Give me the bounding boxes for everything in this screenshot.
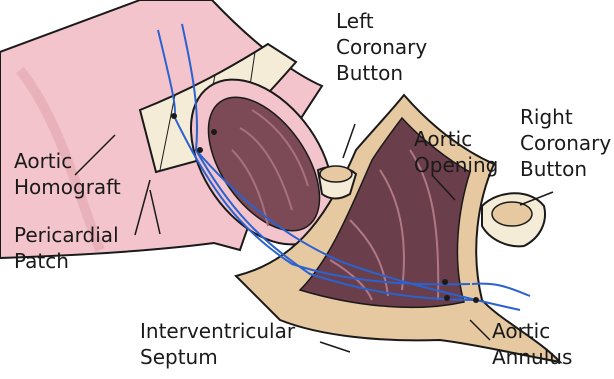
label-aortic-homograft: Aortic Homograft <box>14 148 121 200</box>
left-coronary-button <box>318 166 356 199</box>
label-line: Coronary <box>336 34 427 60</box>
label-line: Button <box>336 60 427 86</box>
label-line: Septum <box>140 344 295 370</box>
label-aortic-annulus: Aortic Annulus <box>492 318 572 370</box>
label-left-coronary-button: Left Coronary Button <box>336 8 427 86</box>
label-pericardial-patch: Pericardial Patch <box>14 222 119 274</box>
label-line: Aortic <box>14 148 121 174</box>
label-aortic-opening: Aortic Opening <box>414 126 498 178</box>
label-line: Aortic <box>414 126 498 152</box>
label-line: Annulus <box>492 344 572 370</box>
label-line: Right <box>520 104 611 130</box>
label-line: Patch <box>14 248 119 274</box>
label-line: Left <box>336 8 427 34</box>
label-right-coronary-button: Right Coronary Button <box>520 104 611 182</box>
label-line: Pericardial <box>14 222 119 248</box>
label-line: Opening <box>414 152 498 178</box>
label-line: Button <box>520 156 611 182</box>
label-interventricular-septum: Interventricular Septum <box>140 318 295 370</box>
label-line: Homograft <box>14 174 121 200</box>
label-line: Coronary <box>520 130 611 156</box>
right-coronary-button <box>482 193 545 246</box>
label-line: Aortic <box>492 318 572 344</box>
label-line: Interventricular <box>140 318 295 344</box>
